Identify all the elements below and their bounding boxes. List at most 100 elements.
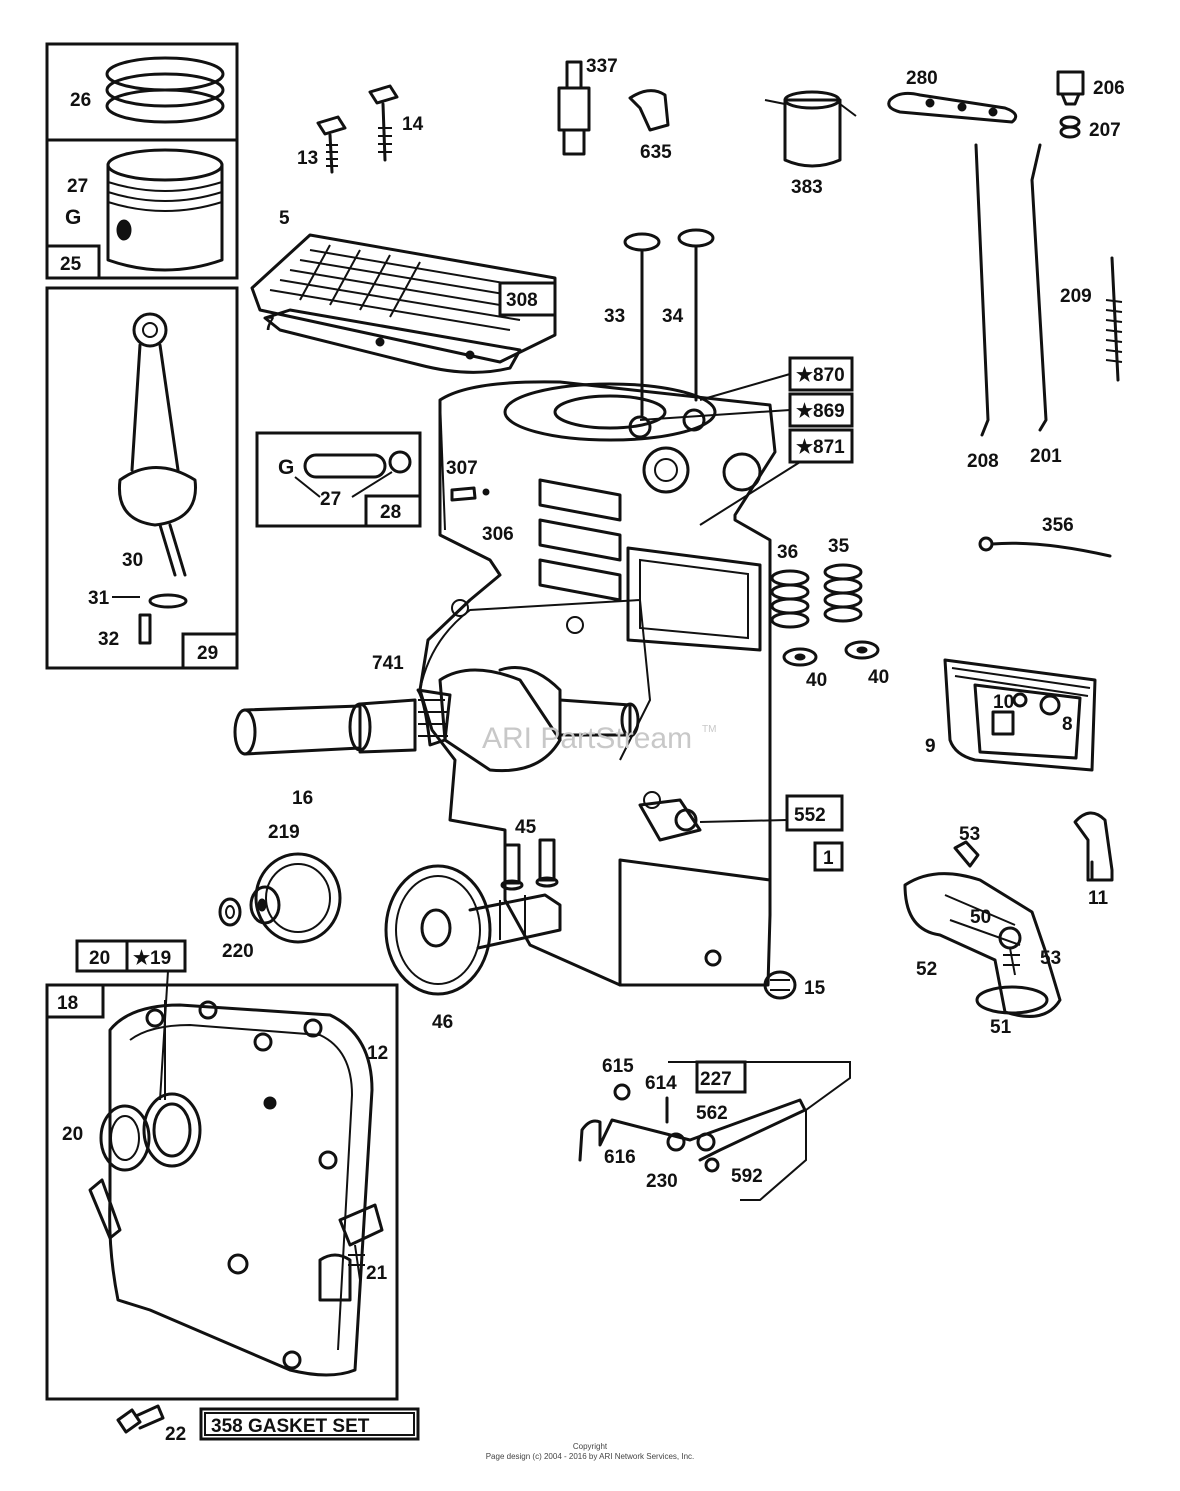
copyright-line-2: Page design (c) 2004 - 2016 by ARI Netwo…: [485, 1452, 695, 1461]
callout-5: 5: [279, 208, 290, 229]
callout-616: 616: [604, 1147, 636, 1168]
callout-40-right: 40: [868, 667, 889, 688]
callout-12: 12: [367, 1043, 388, 1064]
governor-spring-and-links: 206 207 209 208 201: [967, 70, 1125, 472]
callout-635: 635: [640, 142, 672, 163]
callout-230: 230: [646, 1171, 678, 1192]
callout-40-left: 40: [806, 670, 827, 691]
callout-14: 14: [402, 114, 424, 135]
head-bolts: 13 14: [297, 84, 424, 174]
callout-52: 52: [916, 959, 937, 980]
callout-552: 552: [794, 805, 826, 826]
governor-blade: 383: [764, 90, 857, 198]
callout-30: 30: [122, 550, 143, 571]
cylinder-head: 5 7 308: [250, 208, 557, 374]
callout-21: 21: [366, 1263, 388, 1284]
callout-220: 220: [222, 941, 254, 962]
callout-11: 11: [1088, 888, 1109, 909]
governor-link-plate: 280: [887, 68, 1018, 124]
gasket-set-label: 358 GASKET SET: [211, 1416, 370, 1437]
callout-51: 51: [990, 1017, 1012, 1038]
callout-19: ★19: [133, 948, 171, 969]
callout-9: 9: [925, 736, 936, 757]
callout-201: 201: [1030, 446, 1062, 467]
callout-53-top: 53: [959, 824, 980, 845]
callout-50: 50: [970, 907, 991, 928]
callout-1: 1: [823, 848, 834, 869]
callout-15: 15: [804, 978, 826, 999]
callout-10: 10: [993, 692, 1014, 713]
callout-208: 208: [967, 451, 999, 472]
callout-562: 562: [696, 1103, 728, 1124]
callout-8: 8: [1062, 714, 1073, 735]
callout-383: 383: [791, 177, 823, 198]
callout-207: 207: [1089, 120, 1121, 141]
copyright-notice: Copyright Page design (c) 2004 - 2016 by…: [0, 1442, 1180, 1462]
piston-rings-box: 26: [45, 42, 239, 142]
callout-869: ★869: [796, 401, 845, 422]
callout-22: 22: [165, 1424, 186, 1445]
callout-13: 13: [297, 148, 318, 169]
callout-307: 307: [446, 458, 478, 479]
piston-pin-box: G 27 28: [255, 431, 422, 528]
governor-gear: 219 220: [218, 822, 342, 962]
callout-33: 33: [604, 306, 625, 327]
callout-27-clip-left: G: [278, 456, 294, 479]
callout-45: 45: [515, 817, 537, 838]
callout-7: 7: [264, 314, 275, 335]
callout-308: 308: [506, 290, 538, 311]
spark-plug: 337 635: [557, 56, 672, 163]
callout-36: 36: [777, 542, 798, 563]
callout-53-right: 53: [1040, 948, 1061, 969]
drain-plug: 15: [763, 970, 826, 1000]
callout-29: 29: [197, 643, 218, 664]
valve-springs: 36 35 40 40: [770, 536, 889, 691]
callout-356: 356: [1042, 515, 1074, 536]
watermark: ARI PartStream: [482, 722, 692, 755]
callout-35: 35: [828, 536, 850, 557]
gasket-set-box: 358 GASKET SET: [199, 1407, 420, 1441]
callout-219: 219: [268, 822, 300, 843]
callout-337: 337: [586, 56, 618, 77]
bolt-22: 22: [116, 1404, 186, 1445]
callout-209: 209: [1060, 286, 1092, 307]
callout-206: 206: [1093, 78, 1125, 99]
connecting-rod-box: 30 31 32 29: [45, 286, 239, 670]
callout-27-clip: G: [65, 206, 81, 229]
ground-wire: 356: [978, 515, 1112, 558]
callout-32: 32: [98, 629, 119, 650]
tappets: 45: [500, 817, 559, 891]
control-linkage: 227 615 614 562 616 230 592: [578, 1056, 851, 1201]
callout-46: 46: [432, 1012, 453, 1033]
piston-box: 27 G 25: [45, 138, 239, 280]
callout-31: 31: [88, 588, 110, 609]
callout-592: 592: [731, 1166, 763, 1187]
callout-741: 741: [372, 653, 404, 674]
crankshaft: 741 16: [233, 653, 640, 809]
callout-614: 614: [645, 1073, 677, 1094]
kit-callout-boxes: ★870 ★869 ★871: [639, 356, 854, 526]
callout-20-seal: 20: [62, 1124, 83, 1145]
callout-16: 16: [292, 788, 313, 809]
watermark-tm: TM: [702, 724, 716, 735]
engine-block: [418, 380, 777, 987]
valves: 33 34: [604, 228, 715, 417]
callout-552-box: 552 1: [699, 794, 844, 872]
callout-18: 18: [57, 993, 78, 1014]
callout-615: 615: [602, 1056, 634, 1077]
callout-870: ★870: [796, 365, 845, 386]
callout-34: 34: [662, 306, 684, 327]
callout-28: 28: [380, 502, 401, 523]
callout-27-pin: 27: [320, 489, 341, 510]
callout-20-top: 20: [89, 948, 110, 969]
intake-elbow: 53 50 53 52 51: [903, 824, 1062, 1038]
callout-871: ★871: [796, 437, 845, 458]
callout-27: 27: [67, 176, 88, 197]
crankcase-cover-box: 20 ★19 18 12 20 21: [45, 939, 399, 1401]
breather-assembly: 10 8 9 11: [925, 658, 1114, 909]
callout-26: 26: [70, 90, 91, 111]
callout-280: 280: [906, 68, 938, 89]
callout-306: 306: [482, 524, 514, 545]
camshaft-gear: 46: [384, 864, 562, 1033]
